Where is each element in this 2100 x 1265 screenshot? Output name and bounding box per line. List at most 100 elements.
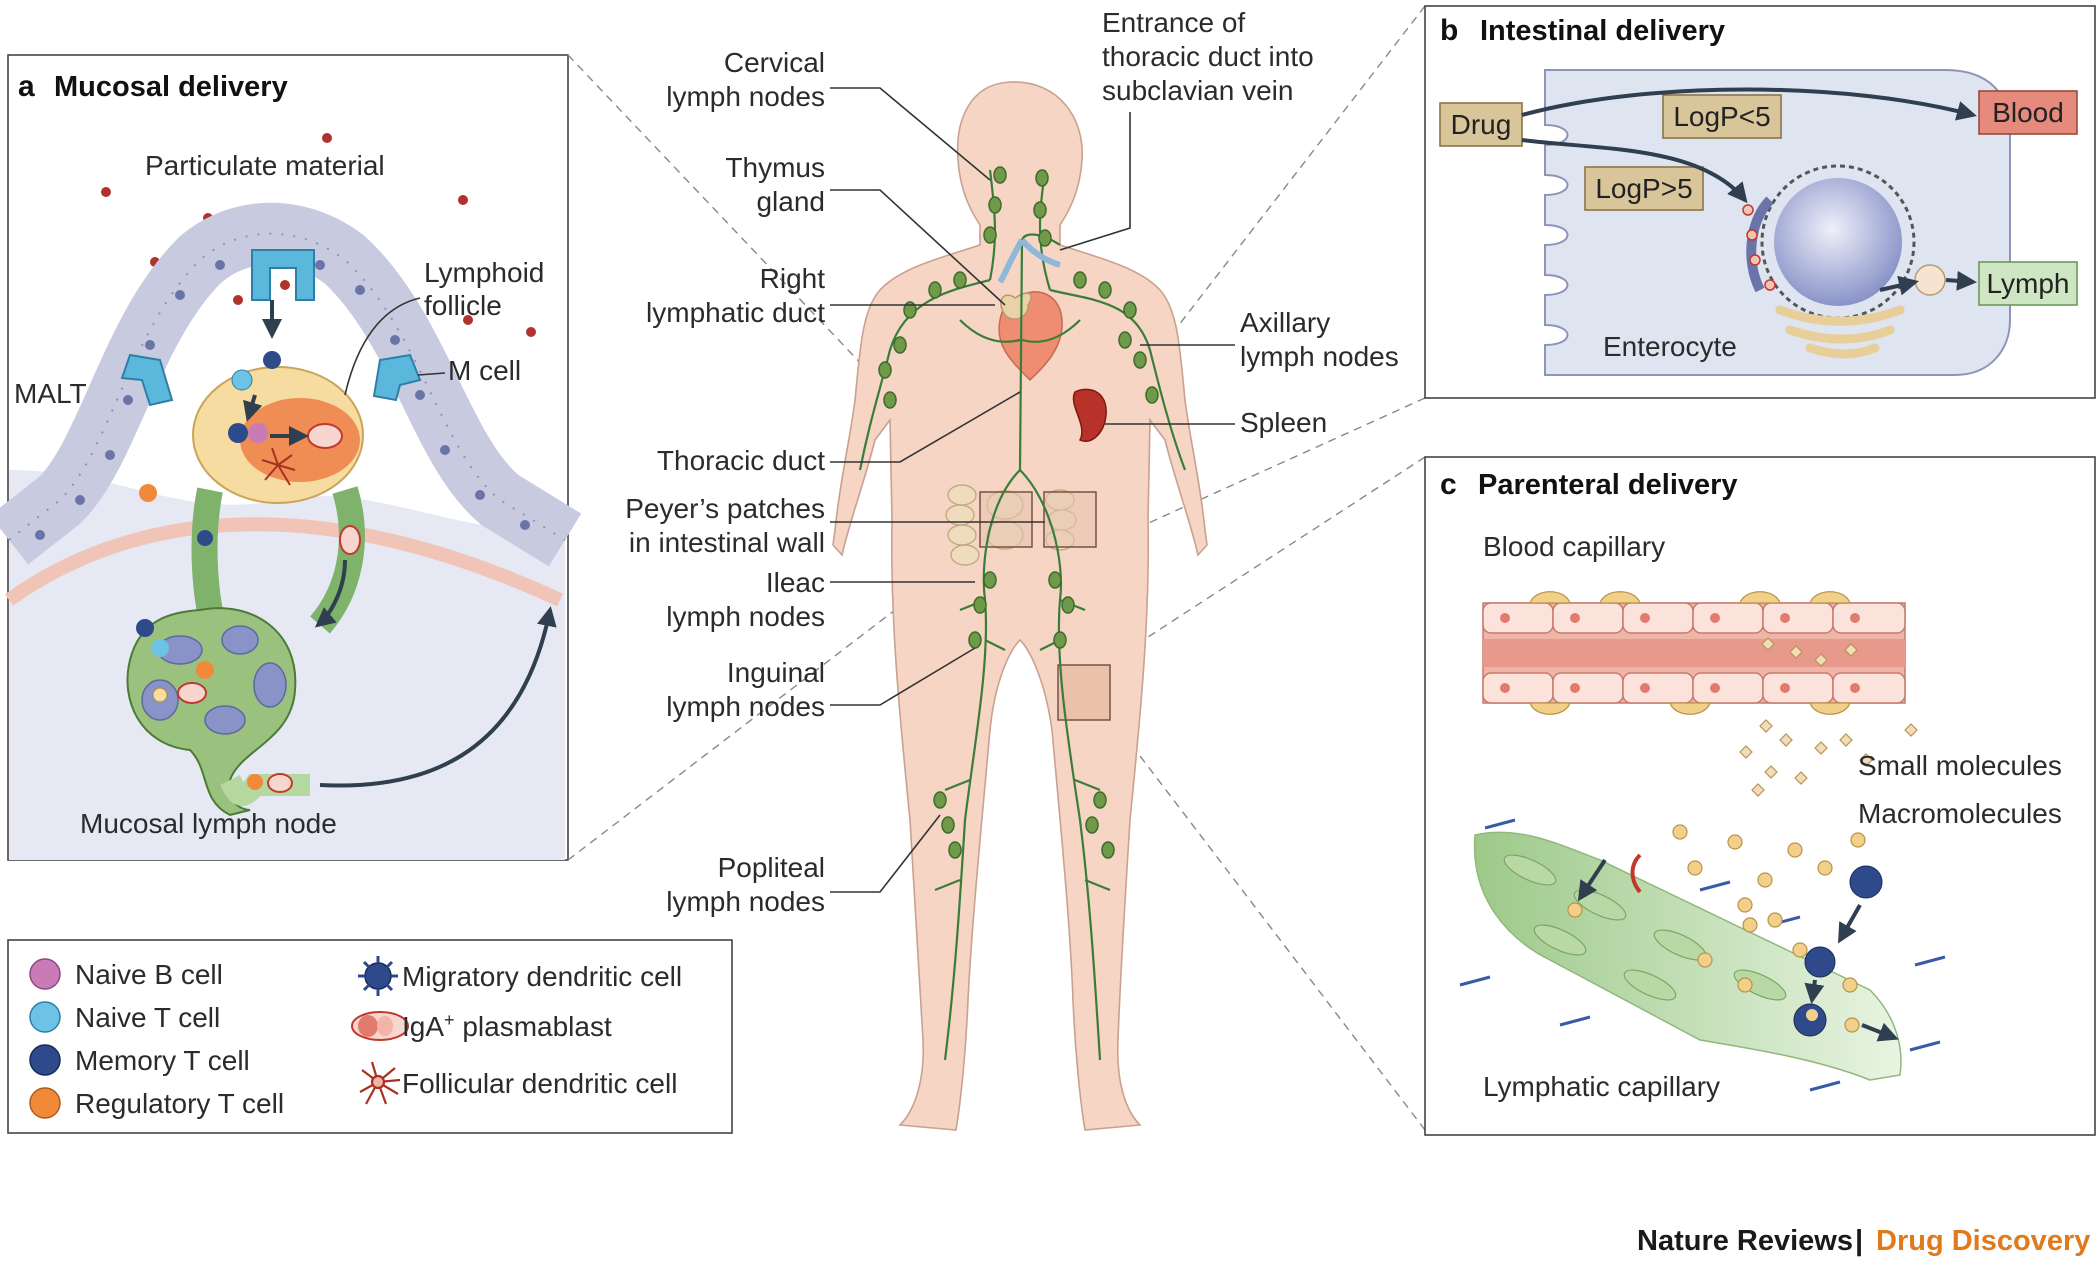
memory-t-cell-icon bbox=[29, 1044, 61, 1076]
logp-low-box bbox=[1662, 94, 1782, 139]
cervical-lymph-nodes-label-line1: Cervical bbox=[724, 47, 825, 78]
m-cell-top bbox=[251, 249, 315, 301]
legend-naive-t-cell: Naive T cell bbox=[75, 1002, 220, 1033]
brand-nature-reviews: Nature Reviews bbox=[1637, 1225, 1853, 1257]
logp-high-label: LogP>5 bbox=[1595, 173, 1692, 204]
malt-label: MALT bbox=[14, 378, 87, 409]
regulatory-t-cell-icon bbox=[29, 1087, 61, 1119]
popliteal-lymph-nodes-label-line2: lymph nodes bbox=[666, 886, 825, 917]
panel-c-letter: c bbox=[1440, 468, 1457, 501]
naive-b-cell-icon bbox=[29, 958, 61, 990]
drug-box bbox=[1439, 102, 1523, 147]
anchoring-filaments bbox=[1459, 818, 1946, 1092]
dendritic-cell-in-tissue bbox=[1793, 865, 1883, 1037]
panel-a-letter: a bbox=[18, 70, 35, 103]
svg-text:IgA+ plasmablast: IgA+ plasmablast bbox=[402, 1010, 612, 1042]
body-silhouette bbox=[832, 81, 1208, 1131]
entrance-thoracic-duct-label-line1: Entrance of bbox=[1102, 7, 1245, 38]
peyers-patch-box-right bbox=[1043, 491, 1097, 548]
legend-migratory-dendritic-cell: Migratory dendritic cell bbox=[402, 961, 682, 992]
legend-follicular-dendritic-cell: Follicular dendritic cell bbox=[402, 1068, 677, 1099]
logp-high-box bbox=[1584, 166, 1704, 211]
panel-c-title: Parenteral delivery bbox=[1478, 469, 1738, 501]
right-lymphatic-duct-label-line1: Right bbox=[760, 263, 826, 294]
human-body-lymphatic-system: Cervical lymph nodes Thymus gland Right … bbox=[625, 7, 1399, 1131]
follicular-dendritic-cell-icon bbox=[359, 1061, 401, 1105]
panel-b-intestinal-delivery: b Intestinal delivery Drug LogP<5 LogP>5… bbox=[1424, 5, 2096, 399]
spleen-label: Spleen bbox=[1240, 407, 1327, 438]
drug-label: Drug bbox=[1451, 109, 1512, 140]
panel-a-mucosal-delivery: a Mucosal delivery Particulate material bbox=[0, 54, 582, 861]
ileac-lymph-nodes-label-line1: Ileac bbox=[766, 567, 825, 598]
entrance-thoracic-duct-label-line3: subclavian vein bbox=[1102, 75, 1293, 106]
small-molecules-label: Small molecules bbox=[1858, 750, 2062, 781]
axillary-lymph-nodes-label-line1: Axillary bbox=[1240, 307, 1330, 338]
lymph-box bbox=[1978, 261, 2078, 306]
legend: Naive B cell Naive T cell Memory T cell … bbox=[7, 939, 733, 1134]
return-arrow bbox=[319, 606, 557, 788]
blood-box bbox=[1978, 90, 2078, 135]
thoracic-duct-label: Thoracic duct bbox=[657, 445, 825, 476]
popliteal-lymph-nodes-label-line1: Popliteal bbox=[718, 852, 825, 883]
particulate-material-label: Particulate material bbox=[145, 150, 385, 181]
enterocyte-nucleus bbox=[1774, 178, 1902, 306]
macromolecules-label: Macromolecules bbox=[1858, 798, 2062, 829]
migratory-dendritic-cell-icon bbox=[358, 956, 398, 996]
lymphoid-follicle-label-line2: follicle bbox=[424, 290, 502, 321]
epithelial-nuclei bbox=[35, 260, 530, 540]
chylomicron bbox=[1914, 264, 1946, 296]
legend-iga-label: IgA bbox=[402, 1011, 444, 1042]
skin-tissue-box bbox=[1057, 664, 1111, 721]
lymphoid-follicle-label-line1: Lymphoid bbox=[424, 257, 544, 288]
golgi-apparatus bbox=[1775, 305, 1905, 359]
mucosal-lymph-node-label: Mucosal lymph node bbox=[80, 808, 337, 839]
brand-drug-discovery: Drug Discovery bbox=[1876, 1225, 2090, 1257]
drug-to-blood-arrow bbox=[1521, 87, 1977, 121]
blood-label: Blood bbox=[1992, 97, 2064, 128]
right-lymphatic-duct-label-line2: lymphatic duct bbox=[646, 297, 825, 328]
inguinal-lymph-nodes-label-line1: Inguinal bbox=[727, 657, 825, 688]
legend-naive-b-cell: Naive B cell bbox=[75, 959, 223, 990]
iga-plasmablast-icon bbox=[351, 1011, 409, 1041]
blood-vessel-band bbox=[4, 517, 563, 607]
thymus-gland-label-line1: Thymus bbox=[725, 152, 825, 183]
ileac-lymph-nodes-label-line2: lymph nodes bbox=[666, 601, 825, 632]
to-lymph-arrow bbox=[1945, 270, 1977, 291]
axillary-lymph-nodes-label-line2: lymph nodes bbox=[1240, 341, 1399, 372]
macromolecule-markers bbox=[1567, 824, 1866, 1033]
panel-a-title: Mucosal delivery bbox=[54, 71, 288, 103]
panel-b-letter: b bbox=[1440, 14, 1458, 47]
follicular-dendritic-cell bbox=[261, 447, 296, 486]
legend-regulatory-t-cell: Regulatory T cell bbox=[75, 1088, 284, 1119]
naive-t-cell-icon bbox=[29, 1001, 61, 1033]
legend-iga-plasmablast: plasmablast bbox=[455, 1011, 612, 1042]
panel-b-title: Intestinal delivery bbox=[1480, 15, 1725, 47]
blood-capillary bbox=[1482, 591, 1906, 715]
subclavian-vein bbox=[997, 238, 1025, 284]
journal-brand: Nature Reviews | Drug Discovery bbox=[1637, 1225, 2090, 1257]
lymphatic-capillary-label: Lymphatic capillary bbox=[1483, 1071, 1720, 1102]
small-molecule-markers bbox=[1739, 637, 1918, 797]
peyers-patch-box-left bbox=[979, 491, 1033, 548]
m-cell-label: M cell bbox=[448, 355, 521, 386]
spleen-organ bbox=[1072, 388, 1107, 442]
enterocyte-label: Enterocyte bbox=[1603, 331, 1737, 362]
lymph-node-markers bbox=[878, 166, 1159, 859]
peyers-patches-label-line1: Peyer’s patches bbox=[625, 493, 825, 524]
lymph-label: Lymph bbox=[1986, 268, 2069, 299]
logp-low-label: LogP<5 bbox=[1673, 101, 1770, 132]
peyers-patches-label-line2: in intestinal wall bbox=[629, 527, 825, 558]
m-cell-left bbox=[120, 353, 174, 407]
endoplasmic-reticulum bbox=[1746, 196, 1774, 293]
inguinal-lymph-nodes-label-line2: lymph nodes bbox=[666, 691, 825, 722]
drug-to-er-arrow bbox=[1521, 138, 1748, 204]
m-cell-right bbox=[372, 353, 422, 402]
brand-separator: | bbox=[1855, 1225, 1863, 1257]
entrance-thoracic-duct-label-line2: thoracic duct into bbox=[1102, 41, 1314, 72]
lymphatic-vessels bbox=[858, 169, 1187, 1061]
panel-c-parenteral-delivery: c Parenteral delivery Blood capillary bbox=[1424, 456, 2096, 1136]
blood-capillary-label: Blood capillary bbox=[1483, 531, 1665, 562]
legend-iga-superscript: + bbox=[444, 1010, 455, 1030]
legend-memory-t-cell: Memory T cell bbox=[75, 1045, 250, 1076]
